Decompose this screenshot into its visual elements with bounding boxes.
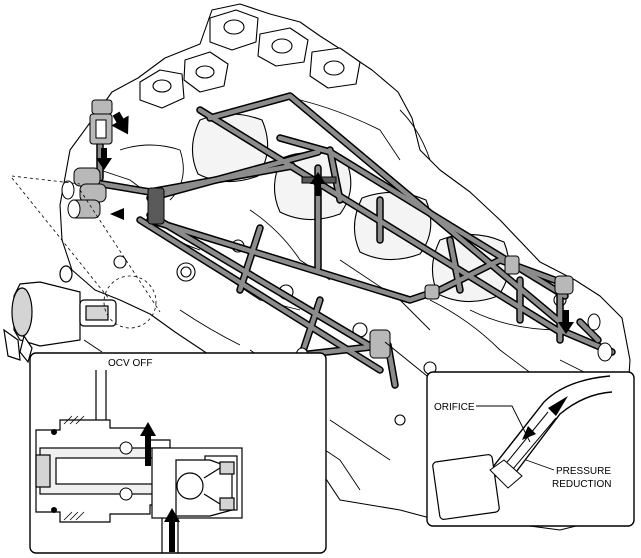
- pipe-flow-arrows: [96, 111, 574, 408]
- oil-control-valve: [3, 265, 117, 364]
- orifice-inset: ORIFICE PRESSURE REDUCTION: [384, 341, 635, 527]
- ocv-off-inset: OCV OFF: [29, 339, 327, 554]
- oil-gallery-pipes: [86, 92, 616, 389]
- dashed-leader-lines: [11, 175, 161, 329]
- ocv-off-label: OCV OFF: [108, 358, 152, 369]
- orifice-label: ORIFICE: [434, 402, 475, 413]
- pipe-fittings: [61, 99, 613, 365]
- pressure-reduction-label-line1: PRESSURE: [556, 466, 611, 477]
- pressure-reduction-label-line2: REDUCTION: [552, 479, 611, 490]
